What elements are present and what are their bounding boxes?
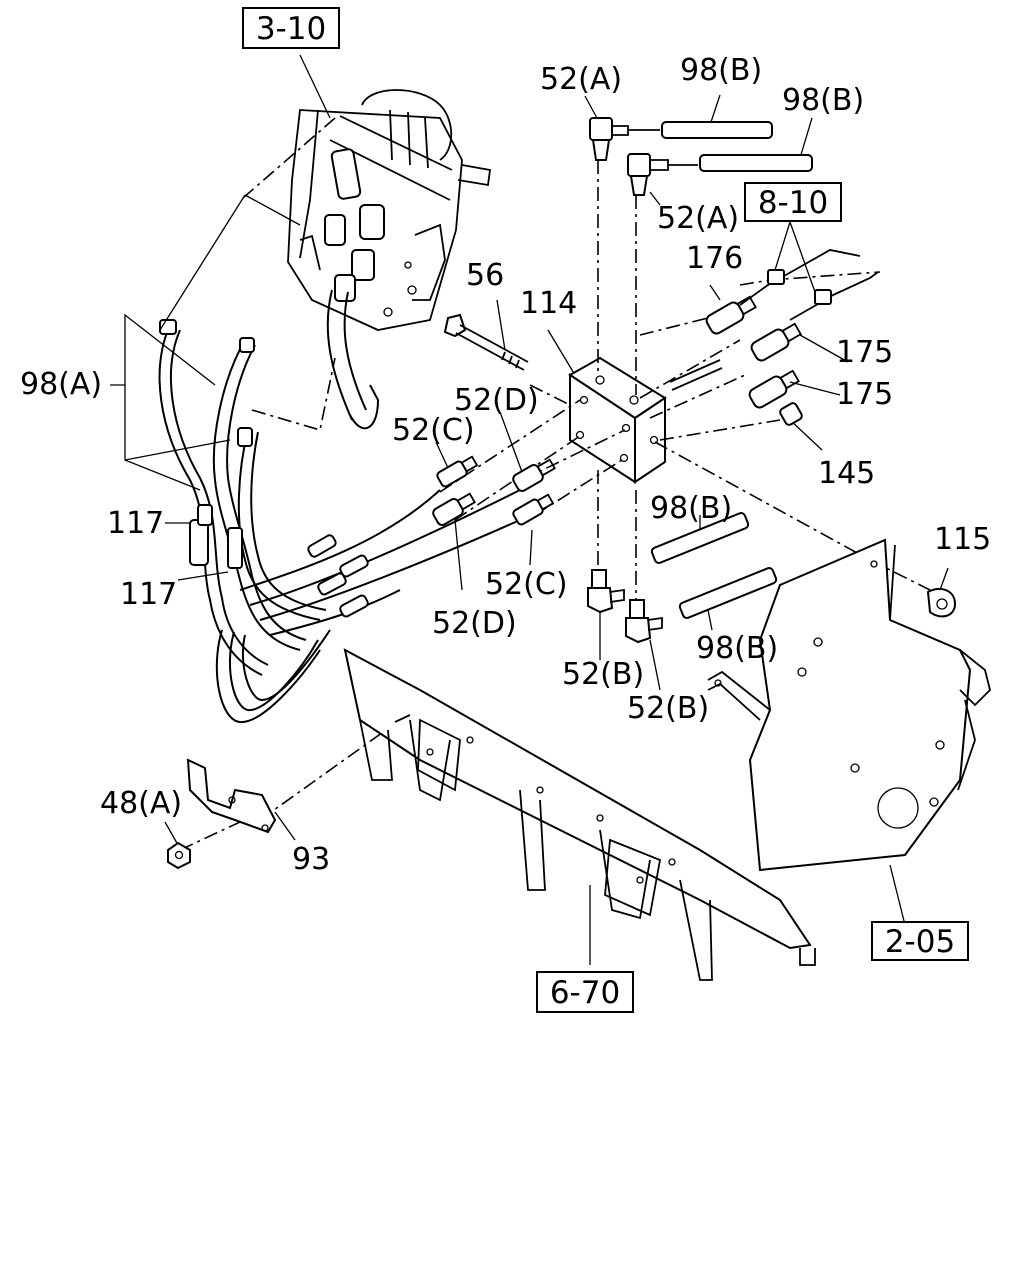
callout-98b-top-2: 98(B) — [782, 83, 864, 118]
fittings-bottom — [587, 512, 778, 644]
ref-box-2-05-label: 2-05 — [885, 924, 955, 960]
ref-box-6-70: 6-70 — [536, 971, 634, 1013]
pipe-bundle — [158, 319, 521, 724]
callout-93: 93 — [292, 842, 330, 877]
callout-175-a: 175 — [836, 335, 893, 370]
callout-52d-bot: 52(D) — [432, 606, 517, 641]
ref-box-2-05: 2-05 — [871, 921, 969, 961]
callout-117-b: 117 — [120, 577, 177, 612]
callout-176: 176 — [686, 241, 743, 276]
callout-52c-bot: 52(C) — [485, 567, 568, 602]
callout-117-a: 117 — [107, 506, 164, 541]
mounting-plate — [707, 538, 991, 872]
fittings-top — [589, 117, 813, 196]
ref-box-3-10-label: 3-10 — [256, 11, 326, 47]
callout-52a-mid: 52(A) — [657, 201, 739, 236]
callout-98b-top-1: 98(B) — [680, 53, 762, 88]
leader-lines — [110, 54, 949, 965]
callout-52b-right: 52(B) — [627, 691, 709, 726]
ref-box-8-10: 8-10 — [744, 182, 842, 222]
bolt-56 — [443, 313, 529, 371]
fittings-left — [432, 455, 556, 526]
callout-48a: 48(A) — [100, 786, 182, 821]
callout-52d-top: 52(D) — [454, 383, 539, 418]
callout-labels: 52(A) 98(B) 98(B) 52(A) 176 56 114 98(A)… — [20, 53, 991, 877]
ref-box-8-10-label: 8-10 — [758, 185, 828, 221]
callout-175-b: 175 — [836, 377, 893, 412]
frame-cross-member — [343, 648, 816, 981]
callout-145: 145 — [818, 456, 875, 491]
clip-bracket — [167, 714, 411, 870]
ref-box-3-10: 3-10 — [242, 7, 340, 49]
control-valve-assembly — [287, 89, 492, 430]
callout-52a-top: 52(A) — [540, 62, 622, 97]
switches-right — [669, 249, 879, 426]
ref-box-6-70-label: 6-70 — [550, 975, 620, 1011]
callout-98b-mid-2: 98(B) — [696, 631, 778, 666]
callout-52b-left: 52(B) — [562, 657, 644, 692]
callout-52c-top: 52(C) — [392, 413, 475, 448]
callout-115: 115 — [934, 522, 991, 557]
callout-98b-mid-1: 98(B) — [650, 491, 732, 526]
callout-56: 56 — [466, 258, 504, 293]
callout-98a: 98(A) — [20, 367, 102, 402]
manifold-block — [568, 356, 667, 484]
callout-114: 114 — [520, 286, 577, 321]
